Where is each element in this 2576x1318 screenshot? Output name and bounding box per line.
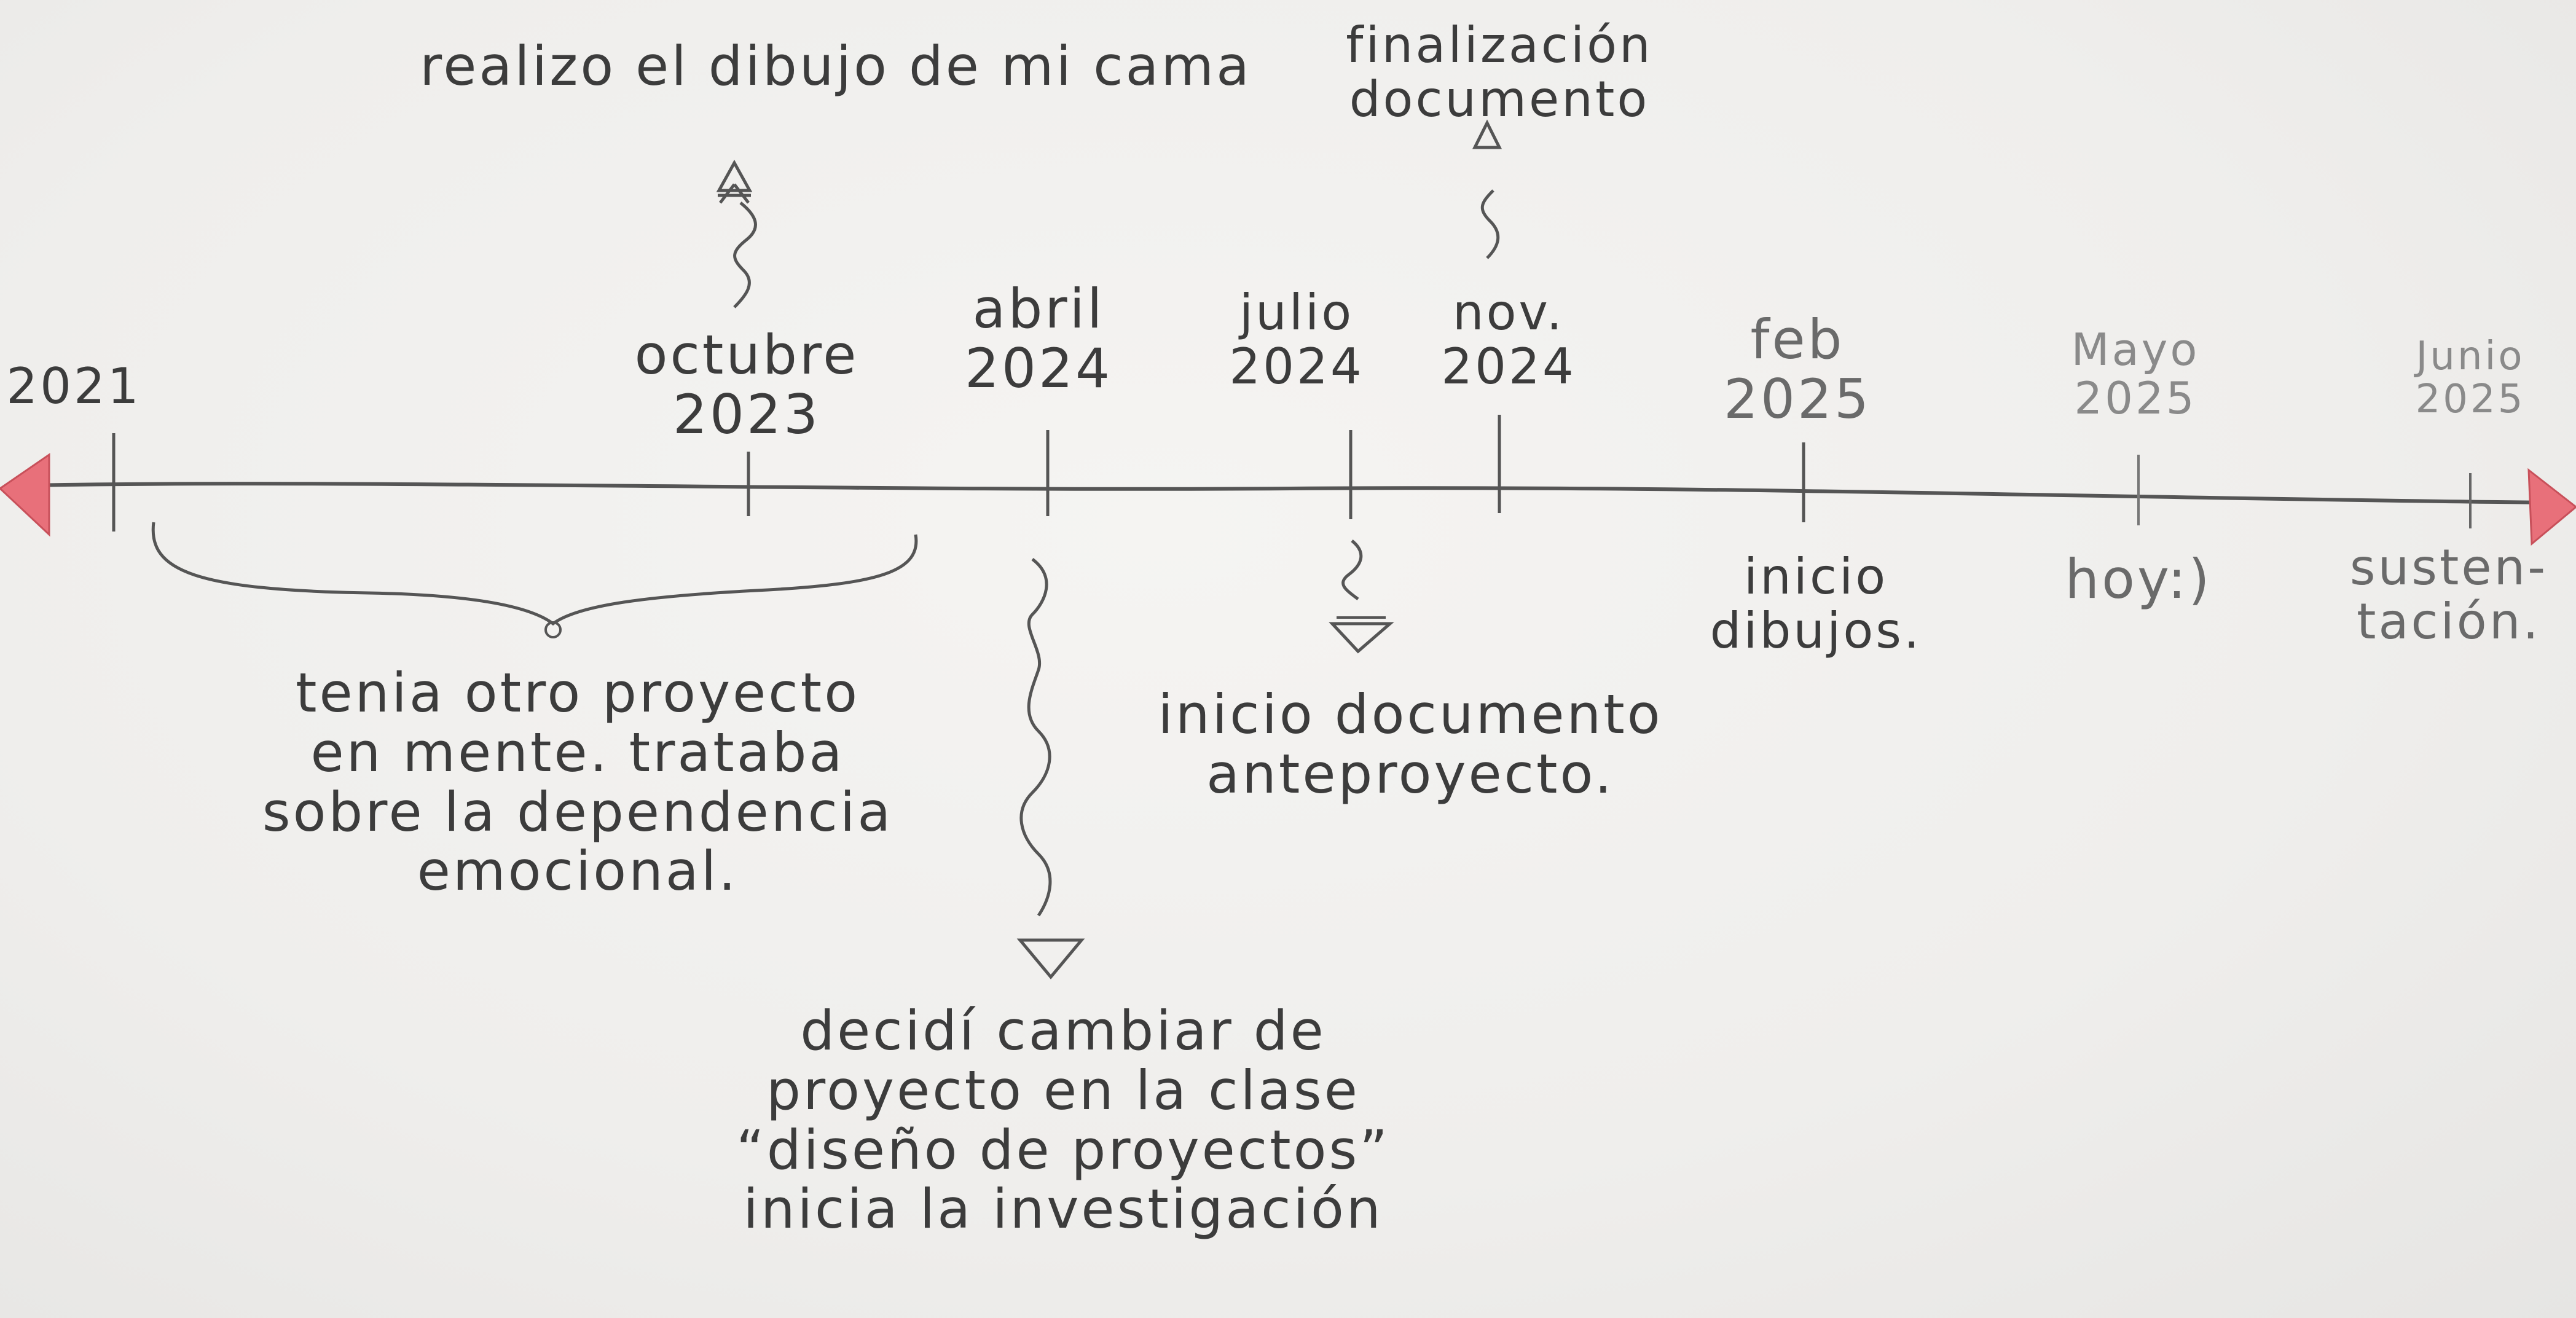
note-nov-finalization: finalización documento — [1346, 17, 1653, 128]
timeline-axis — [24, 482, 2551, 504]
october-up-arrow — [718, 183, 751, 204]
july-down-arrow — [1329, 622, 1394, 654]
label-jun-2025: Junio 2025 — [2415, 334, 2526, 423]
note-feb-drawings: inicio dibujos. — [1710, 548, 1922, 659]
note-july-anteproject: inicio documento anteproyecto. — [1158, 683, 1663, 806]
label-feb-2025: feb 2025 — [1724, 308, 1871, 431]
note-april-change: decidí cambiar de proyecto en la clase “… — [736, 999, 1390, 1241]
october-squiggle — [733, 202, 757, 308]
label-may-2025: Mayo 2025 — [2071, 324, 2200, 425]
bracket-knot — [544, 621, 562, 638]
july-squiggle — [1341, 539, 1363, 601]
left-arrowhead — [0, 453, 50, 537]
label-jul-2024: julio 2024 — [1229, 284, 1364, 395]
label-apr-2024: abril 2024 — [965, 277, 1112, 400]
label-2021: 2021 — [6, 358, 141, 415]
note-bracket-previous-project: tenia otro proyecto en mente. trataba so… — [262, 661, 893, 903]
period-bracket — [151, 522, 918, 626]
november-squiggle — [1480, 189, 1500, 259]
note-oct-drawing: realizo el dibujo de mi cama — [419, 34, 1252, 98]
april-down-arrow — [1016, 938, 1085, 979]
label-oct-2023: octubre 2023 — [634, 323, 859, 446]
note-jun-defense: susten- tación. — [2349, 539, 2548, 650]
april-squiggle — [1019, 558, 1052, 917]
right-arrowhead — [2527, 468, 2576, 546]
note-may-today: hoy:) — [2065, 547, 2212, 611]
label-nov-2024: nov. 2024 — [1441, 284, 1576, 395]
